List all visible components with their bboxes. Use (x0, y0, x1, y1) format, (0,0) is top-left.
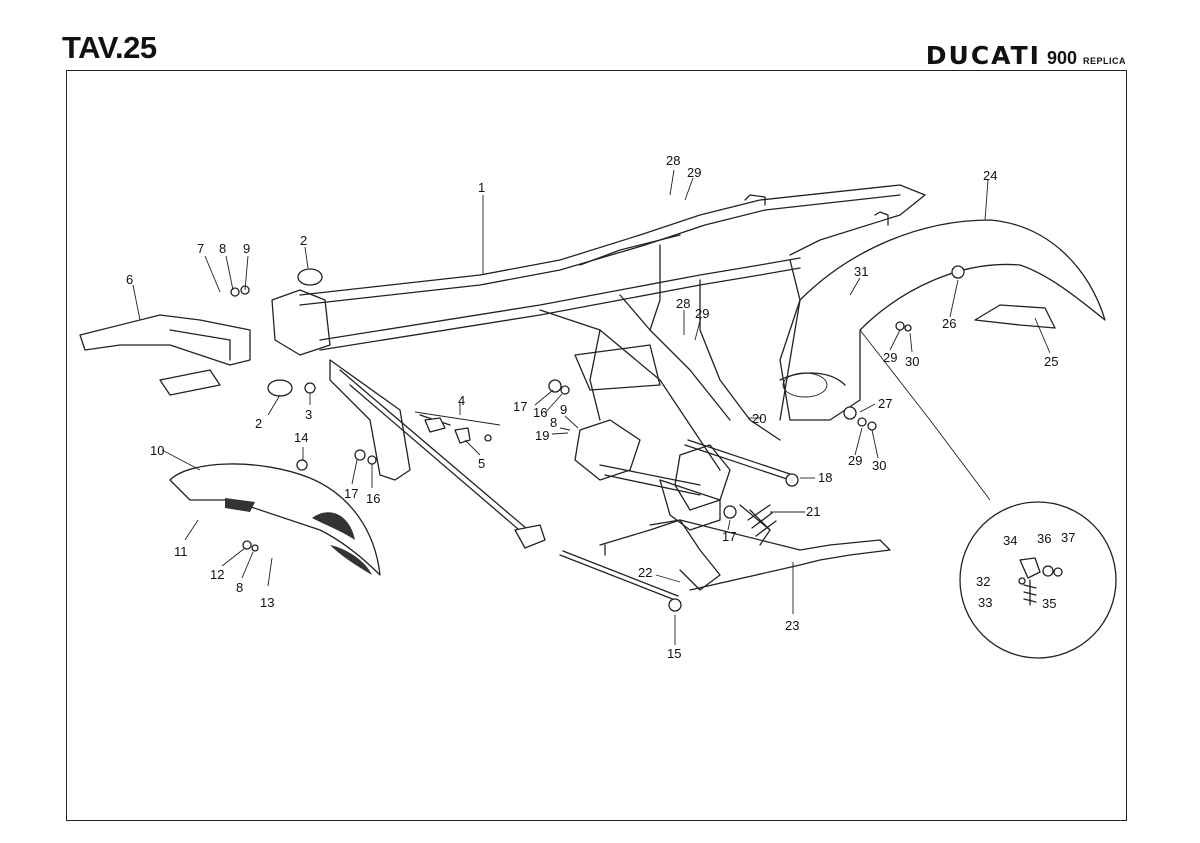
brand-model: 900 (1046, 48, 1077, 68)
callout-15: 15 (667, 646, 681, 661)
callout-8: 8 (236, 580, 243, 595)
callout-12: 12 (210, 567, 224, 582)
callout-4: 4 (458, 393, 465, 408)
callout-16: 16 (366, 491, 380, 506)
callout-22: 22 (638, 565, 652, 580)
callout-6: 6 (126, 272, 133, 287)
callout-11: 11 (174, 544, 188, 559)
callout-18: 18 (818, 470, 832, 485)
brand-name: DUCATI (925, 41, 1041, 70)
callout-29: 29 (687, 165, 701, 180)
callout-37: 37 (1061, 530, 1075, 545)
center-stand (599, 504, 891, 591)
callout-28: 28 (666, 153, 680, 168)
leader-lines (132, 169, 1051, 645)
callout-35: 35 (1042, 596, 1056, 611)
callout-14: 14 (294, 430, 308, 445)
callout-9: 9 (243, 241, 250, 256)
diagram-border (66, 70, 1127, 821)
callout-29: 29 (848, 453, 862, 468)
page-title: TAV.25 (62, 30, 157, 65)
callout-13: 13 (260, 595, 274, 610)
callout-3: 3 (305, 407, 312, 422)
callout-30: 30 (905, 354, 919, 369)
callout-27: 27 (878, 396, 892, 411)
callout-7: 7 (197, 241, 204, 256)
callout-5: 5 (478, 456, 485, 471)
callout-labels: 1 2 2 3 4 5 6 7 8 9 10 11 12 8 13 14 17 … (126, 153, 1075, 661)
engine-plates (574, 419, 731, 531)
callout-36: 36 (1037, 531, 1051, 546)
rods (559, 439, 799, 612)
callout-20: 20 (752, 411, 766, 426)
lower-member (329, 359, 546, 549)
brand-model-suffix: REPLICA (1082, 56, 1126, 66)
front-fender (169, 463, 381, 576)
callout-8: 8 (219, 241, 226, 256)
callout-28: 28 (676, 296, 690, 311)
callout-9: 9 (560, 402, 567, 417)
callout-17: 17 (344, 486, 358, 501)
callout-34: 34 (1003, 533, 1017, 548)
detail-inset (859, 329, 1117, 659)
callout-23: 23 (785, 618, 799, 633)
small-parts (230, 265, 965, 552)
callout-16: 16 (533, 405, 547, 420)
callout-21: 21 (806, 504, 820, 519)
callout-24: 24 (983, 168, 997, 183)
rear-fender (779, 219, 1106, 421)
plate-25 (974, 304, 1056, 329)
brand-logo: DUCATI 900 REPLICA (926, 41, 1126, 70)
callout-30: 30 (872, 458, 886, 473)
callout-25: 25 (1044, 354, 1058, 369)
callout-31: 31 (854, 264, 868, 279)
callout-29: 29 (695, 306, 709, 321)
callout-2: 2 (300, 233, 307, 248)
callout-19: 19 (535, 428, 549, 443)
callout-2: 2 (255, 416, 262, 431)
callout-33: 33 (978, 595, 992, 610)
main-frame (271, 184, 926, 471)
callout-26: 26 (942, 316, 956, 331)
callout-32: 32 (976, 574, 990, 589)
callout-10: 10 (150, 443, 164, 458)
headlamp-bracket (79, 314, 251, 396)
callout-17: 17 (513, 399, 527, 414)
callout-17: 17 (722, 529, 736, 544)
callout-1: 1 (478, 180, 485, 195)
callout-29: 29 (883, 350, 897, 365)
callout-8: 8 (550, 415, 557, 430)
